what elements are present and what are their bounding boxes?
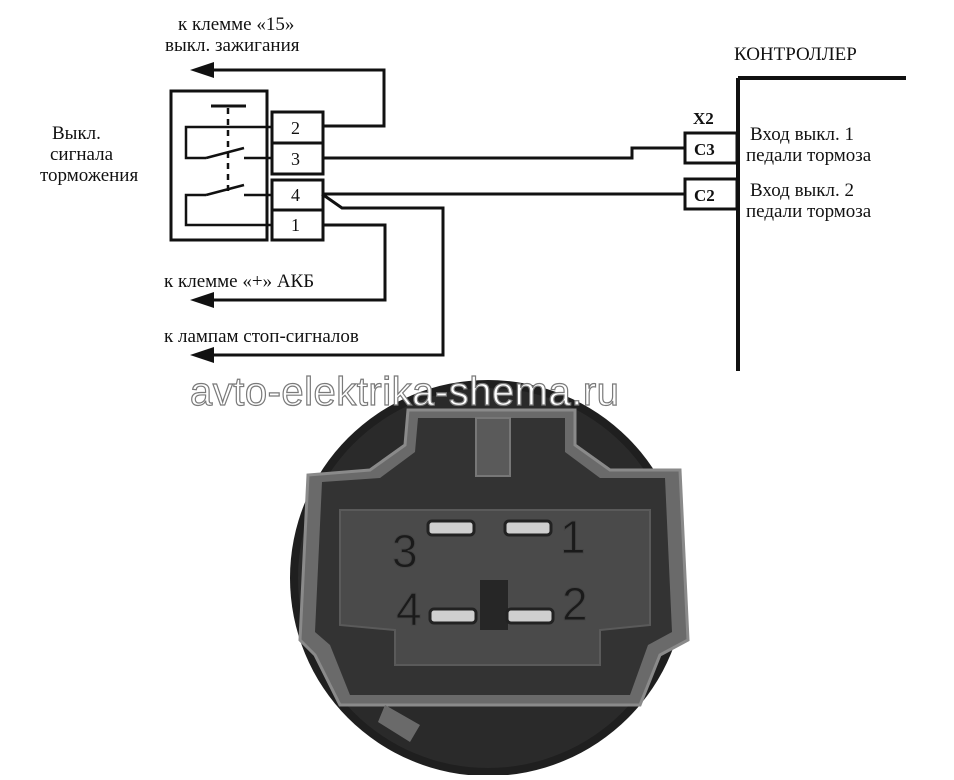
contact-c2-label: C2 bbox=[694, 186, 715, 205]
pin-2-label: 2 bbox=[291, 118, 300, 138]
lamps-wire bbox=[190, 192, 445, 363]
contact-c3-box bbox=[683, 131, 739, 165]
battery-wire bbox=[190, 223, 387, 308]
pin-1-label: 1 bbox=[291, 215, 300, 235]
controller-bus bbox=[736, 76, 906, 371]
ignition-label-line2: выкл. зажигания bbox=[165, 35, 300, 56]
photo-pin-3: 3 bbox=[392, 525, 418, 577]
input2-label-line1: Вход выкл. 2 bbox=[750, 180, 854, 201]
pin-4-label: 4 bbox=[291, 185, 300, 205]
input1-label-line2: педали тормоза bbox=[746, 145, 872, 166]
input1-label-line1: Вход выкл. 1 bbox=[750, 124, 854, 145]
switch-label-line3: торможения bbox=[40, 165, 138, 186]
switch-label-line2: сигнала bbox=[50, 144, 114, 165]
photo-pin-1: 1 bbox=[560, 511, 586, 563]
contact-c2-box bbox=[683, 177, 739, 211]
input2-label-line2: педали тормоза bbox=[746, 201, 872, 222]
contact-c3-label: C3 bbox=[694, 140, 715, 159]
ignition-label-line1: к клемме «15» bbox=[178, 14, 294, 35]
wire-pin3-to-c3 bbox=[322, 146, 685, 160]
switch-label-line1: Выкл. bbox=[52, 123, 101, 144]
photo-pin-4: 4 bbox=[396, 583, 422, 635]
controller-label: КОНТРОЛЛЕР bbox=[734, 44, 857, 65]
connector-x2-label: X2 bbox=[693, 109, 714, 128]
connector-photo bbox=[290, 380, 690, 776]
brake-switch-body bbox=[169, 89, 325, 242]
lamps-label: к лампам стоп-сигналов bbox=[164, 326, 359, 347]
photo-pin-2: 2 bbox=[562, 578, 588, 630]
battery-label: к клемме «+» АКБ bbox=[164, 271, 314, 292]
watermark: avto-elektrika-shema.ru bbox=[190, 370, 619, 414]
pin-3-label: 3 bbox=[291, 149, 300, 169]
ignition-wire bbox=[190, 62, 386, 128]
